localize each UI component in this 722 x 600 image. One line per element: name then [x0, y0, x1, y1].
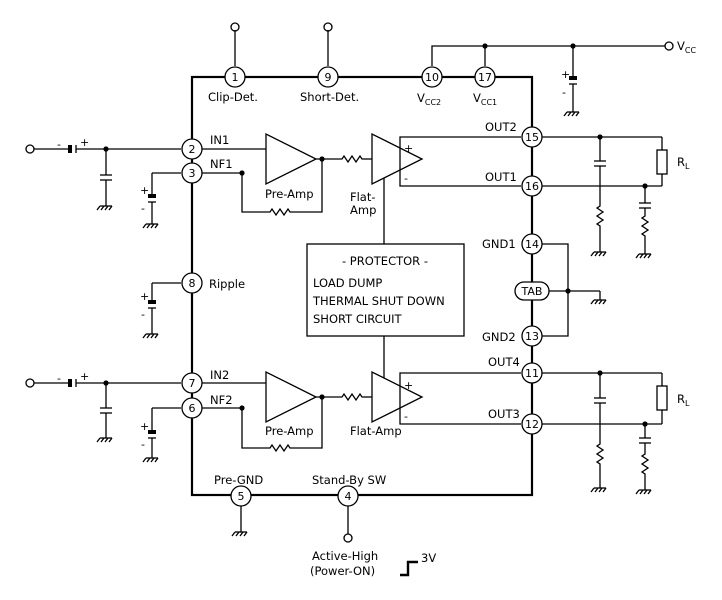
flat-amp-1	[371, 132, 424, 186]
in1-label: IN1	[210, 133, 229, 147]
protector-thermal: THERMAL SHUT DOWN	[312, 294, 445, 308]
pin-7: 7	[181, 372, 203, 394]
svg-text:3: 3	[189, 167, 196, 180]
pre-gnd-label: Pre-GND	[214, 473, 263, 487]
gnd1-label: GND1	[482, 237, 516, 251]
pin-9: 9	[317, 66, 339, 88]
in1-cap-minus: -	[57, 138, 61, 151]
flat-amp-1-label-line2: Amp	[350, 203, 376, 217]
in1-cap-plus: +	[80, 136, 89, 149]
pin-4: 4	[337, 485, 359, 507]
pre-amp-1-label: Pre-Amp	[265, 187, 314, 201]
short-det-label: Short-Det.	[300, 90, 359, 104]
nf1-label: NF1	[210, 157, 233, 171]
vcc-cap-minus: -	[562, 86, 566, 99]
svg-text:8: 8	[189, 277, 196, 290]
protector-short: SHORT CIRCUIT	[313, 312, 403, 326]
gnd2-label: GND2	[482, 330, 516, 344]
load-resistor-1	[656, 149, 668, 175]
ripple-cap-plus: +	[140, 290, 149, 303]
load-resistor-2	[656, 385, 668, 411]
svg-text:15: 15	[525, 131, 539, 144]
vcc1-label: VCC1	[473, 91, 497, 107]
rl-1-label: RL	[677, 155, 690, 171]
protector-load-dump: LOAD DUMP	[313, 276, 382, 290]
pin-10: 10	[421, 66, 443, 88]
out3-label: OUT3	[488, 407, 520, 421]
svg-text:1: 1	[232, 71, 239, 84]
nf2-label: NF2	[210, 393, 233, 407]
clip-det-label: Clip-Det.	[208, 90, 258, 104]
nf1-cap-plus: +	[140, 184, 149, 197]
pin-1: 1	[224, 66, 246, 88]
pin-14: 14	[521, 233, 543, 255]
svg-text:2: 2	[189, 143, 196, 156]
protector-box	[306, 243, 465, 337]
power-on-label: (Power-ON)	[310, 564, 375, 578]
out1-label: OUT1	[485, 170, 517, 184]
step-waveform-icon	[400, 560, 418, 577]
pin-11: 11	[521, 362, 543, 384]
out-plus-2: +	[404, 379, 413, 392]
out-minus-1: -	[404, 172, 408, 185]
pin-5: 5	[230, 485, 252, 507]
protector-title: - PROTECTOR -	[342, 254, 428, 268]
svg-text:5: 5	[238, 490, 245, 503]
flat-amp-2-label: Flat-Amp	[350, 424, 402, 438]
tab-pin: TAB	[514, 281, 550, 301]
active-high-label: Active-High	[312, 549, 378, 563]
svg-text:14: 14	[525, 238, 539, 251]
pre-amp-1	[265, 132, 318, 186]
pin-13: 13	[521, 325, 543, 347]
svg-text:6: 6	[189, 402, 196, 415]
threshold-label: 3V	[421, 551, 436, 565]
svg-text:13: 13	[525, 330, 539, 343]
svg-text:4: 4	[345, 490, 352, 503]
out2-label: OUT2	[485, 120, 517, 134]
svg-text:16: 16	[525, 180, 539, 193]
flat-amp-1-label-line1: Flat-	[350, 190, 376, 204]
vcc-label: VCC	[677, 39, 696, 55]
pin-15: 15	[521, 126, 543, 148]
in2-label: IN2	[210, 368, 229, 382]
rl-2-label: RL	[677, 392, 690, 408]
standby-sw-label: Stand-By SW	[312, 473, 386, 487]
vcc-cap-plus: +	[561, 68, 570, 81]
svg-text:17: 17	[478, 71, 492, 84]
pre-amp-2	[265, 370, 318, 424]
pin-8: 8	[181, 272, 203, 294]
ripple-cap-minus: -	[141, 308, 145, 321]
nf2-cap-minus: -	[141, 438, 145, 451]
pre-amp-2-label: Pre-Amp	[265, 424, 314, 438]
svg-text:12: 12	[525, 418, 539, 431]
flat-amp-2	[371, 370, 424, 424]
svg-text:7: 7	[189, 377, 196, 390]
nf2-cap-plus: +	[140, 420, 149, 433]
pin-12: 12	[521, 413, 543, 435]
vcc2-label: VCC2	[417, 91, 441, 107]
out-plus-1: +	[404, 142, 413, 155]
svg-text:TAB: TAB	[521, 285, 543, 298]
svg-text:11: 11	[525, 367, 539, 380]
pin-3: 3	[181, 162, 203, 184]
pin-2: 2	[181, 138, 203, 160]
pin-17: 17	[474, 66, 496, 88]
ripple-label: Ripple	[209, 277, 245, 291]
out-minus-2: -	[404, 410, 408, 423]
out4-label: OUT4	[488, 355, 520, 369]
pin-16: 16	[521, 175, 543, 197]
in2-cap-plus: +	[80, 370, 89, 383]
nf1-cap-minus: -	[141, 202, 145, 215]
svg-text:10: 10	[425, 71, 439, 84]
pin-6: 6	[181, 397, 203, 419]
in2-cap-minus: -	[57, 372, 61, 385]
svg-text:9: 9	[325, 71, 332, 84]
